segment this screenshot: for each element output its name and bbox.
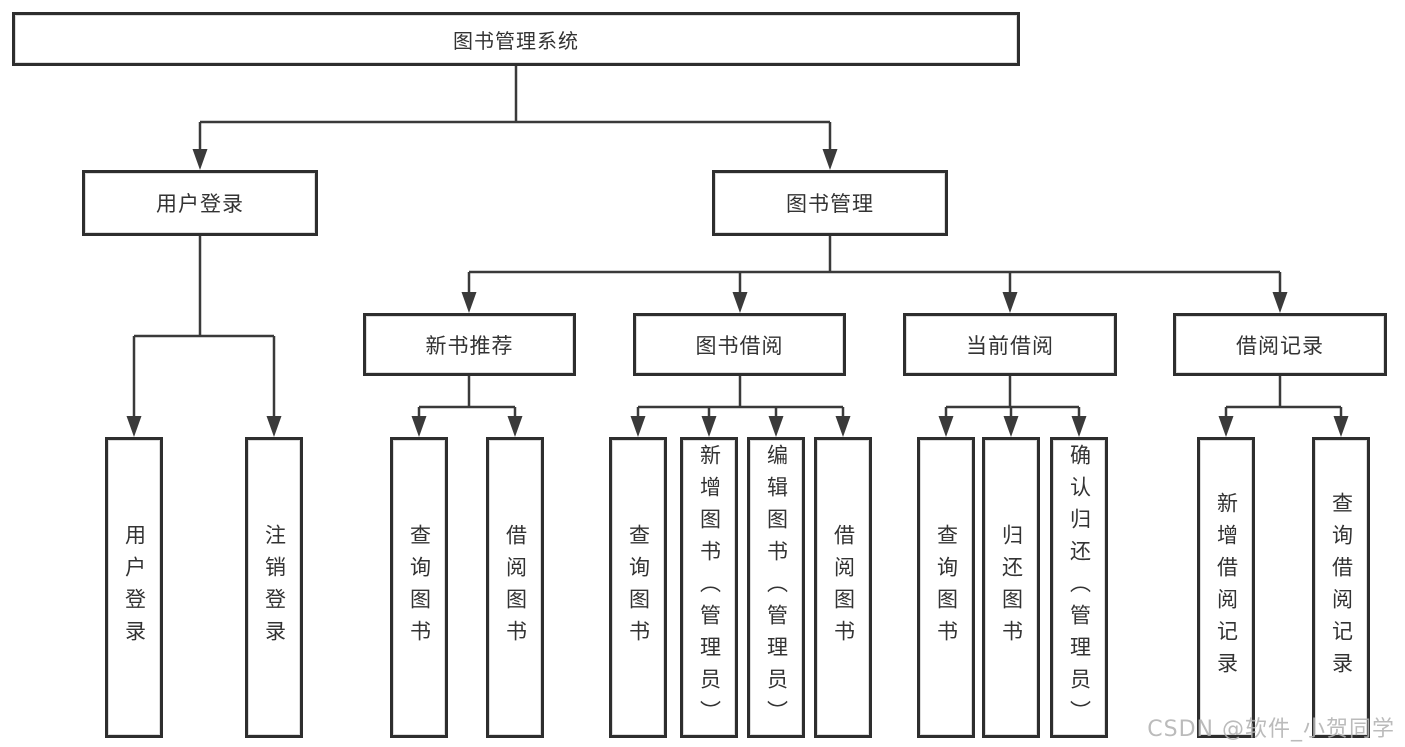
node-new-book-recommend: 新书推荐 bbox=[363, 313, 576, 376]
node-borrowing-records: 借阅记录 bbox=[1173, 313, 1387, 376]
leaf-user-login: 用户登录 bbox=[105, 437, 163, 738]
node-book-management-branch: 图书管理 bbox=[712, 170, 948, 236]
csdn-watermark: CSDN @软件_小贺同学 bbox=[1147, 717, 1395, 742]
leaf-return-books: 归还图书 bbox=[982, 437, 1040, 738]
leaf-query-borrow-record: 查询借阅记录 bbox=[1312, 437, 1370, 738]
node-current-borrowing: 当前借阅 bbox=[903, 313, 1117, 376]
node-root-system: 图书管理系统 bbox=[12, 12, 1020, 66]
leaf-borrow-books: 借阅图书 bbox=[814, 437, 872, 738]
connector-new-book-to-leaves bbox=[411, 376, 523, 437]
connector-borrow-records-to-leaves bbox=[1218, 376, 1349, 437]
node-book-borrowing: 图书借阅 bbox=[633, 313, 846, 376]
connector-book-mgmt-to-groups bbox=[461, 236, 1288, 313]
leaf-query-books-current: 查询图书 bbox=[917, 437, 975, 738]
connector-root-to-branches bbox=[192, 66, 838, 170]
connector-user-login-to-leaves bbox=[126, 236, 282, 437]
leaf-add-borrow-record: 新增借阅记录 bbox=[1197, 437, 1255, 738]
leaf-add-books-admin: 新增图书（管理员） bbox=[680, 437, 738, 738]
leaf-confirm-return-admin: 确认归还（管理员） bbox=[1050, 437, 1108, 738]
node-user-login-branch: 用户登录 bbox=[82, 170, 318, 236]
leaf-query-books-recommend: 查询图书 bbox=[390, 437, 448, 738]
leaf-logout: 注销登录 bbox=[245, 437, 303, 738]
connector-current-borrow-to-leaves bbox=[938, 376, 1087, 437]
connector-book-borrow-to-leaves bbox=[630, 376, 851, 437]
leaf-edit-books-admin: 编辑图书（管理员） bbox=[747, 437, 805, 738]
leaf-borrow-books-recommend: 借阅图书 bbox=[486, 437, 544, 738]
leaf-query-books-borrow: 查询图书 bbox=[609, 437, 667, 738]
